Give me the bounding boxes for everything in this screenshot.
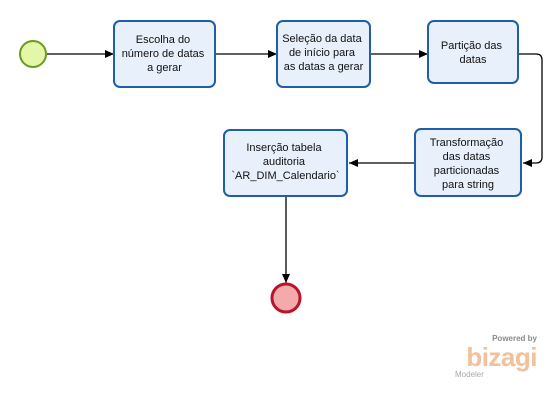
task-label: Seleção da data de início para as datas … [282,33,365,73]
task-label: Escolha do número de datas a gerar [122,34,208,74]
flow-task3-to-task4[interactable] [518,53,543,167]
task-escolha[interactable]: Escolha do número de datas a gerar [113,20,216,88]
task-insercao[interactable]: Inserção tabela auditoria `AR_DIM_Calend… [223,129,348,197]
watermark-brand-logo: bizagi [466,342,537,372]
end-event[interactable] [270,282,302,314]
watermark-powered-text: Powered by [492,334,537,343]
start-event[interactable] [19,40,47,68]
task-selecao[interactable]: Seleção da data de início para as datas … [276,20,371,88]
task-label: Partição das datas [441,40,505,66]
task-label: Transformação das datas particionadas pa… [430,137,507,191]
task-label: Inserção tabela auditoria `AR_DIM_Calend… [231,142,339,182]
task-transformacao[interactable]: Transformação das datas particionadas pa… [414,128,522,197]
task-particao[interactable]: Partição das datas [427,20,519,84]
watermark-product-text: Modeler [455,370,484,379]
bizagi-watermark: Powered by bizagi Modeler [455,334,538,379]
